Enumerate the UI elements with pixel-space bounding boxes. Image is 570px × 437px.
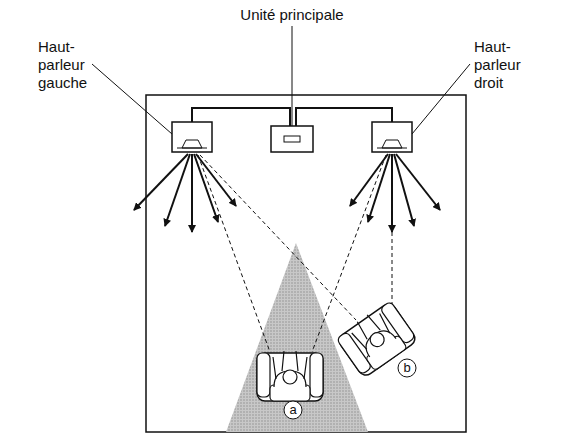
- callout-letter: b: [399, 360, 415, 376]
- unit-label: Unité principale: [212, 6, 372, 24]
- listener-a: [257, 351, 323, 401]
- listener-b: [335, 299, 418, 378]
- speaker-label: Haut-parleur gauche: [38, 38, 100, 92]
- leader-lines: [92, 26, 470, 134]
- callout-circle: [398, 359, 416, 377]
- speaker-label: Haut-parleur droit: [474, 38, 536, 92]
- callout-circle: [284, 401, 302, 419]
- sound-arrows: [134, 154, 440, 232]
- left-speaker: [172, 122, 212, 152]
- callout-letter: a: [285, 402, 301, 418]
- room-outline: [146, 95, 466, 432]
- right-speaker: [372, 122, 412, 152]
- main-unit: [271, 126, 313, 152]
